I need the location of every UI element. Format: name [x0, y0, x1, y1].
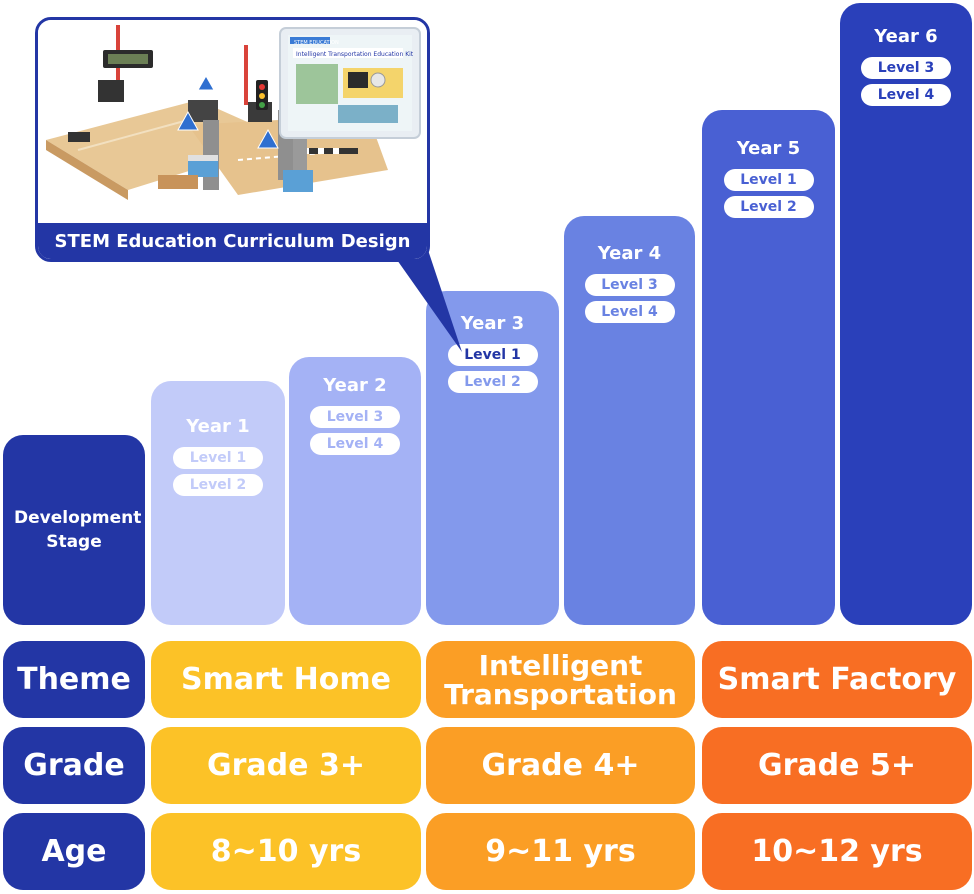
callout-pointer [390, 248, 462, 352]
level-pill: Level 1 [173, 447, 263, 469]
year-title: Year 1 [186, 416, 250, 437]
level-pill: Level 4 [584, 301, 675, 323]
row-label-age: Age [3, 813, 145, 890]
year-column-3: Year 3 Level 1 Level 2 [426, 291, 559, 625]
level-pill: Level 1 [447, 344, 538, 366]
callout-box: STEM EDUCATION Intelligent Transportatio… [35, 17, 430, 262]
grade-cell-3: Grade 5+ [702, 727, 972, 804]
year-column-1: Year 1 Level 1 Level 2 [151, 381, 285, 625]
year-title: Year 2 [323, 375, 387, 396]
year-title: Year 5 [736, 138, 801, 159]
row-label-grade: Grade [3, 727, 145, 804]
year-title: Year 6 [874, 26, 938, 47]
package-text: Intelligent Transportation Education Kit [296, 51, 414, 58]
stem-kit-photo: STEM EDUCATION Intelligent Transportatio… [38, 20, 427, 224]
level-pill: Level 3 [861, 57, 951, 79]
level-pill: Level 3 [584, 274, 675, 296]
development-stage-label: Development Stage [3, 435, 145, 625]
grade-cell-2: Grade 4+ [426, 727, 695, 804]
callout-caption: STEM Education Curriculum Design [38, 223, 427, 259]
row-label-theme: Theme [3, 641, 145, 718]
age-cell-3: 10~12 yrs [702, 813, 972, 890]
package-title: STEM EDUCATION [294, 40, 339, 46]
theme-cell-1: Smart Home [151, 641, 421, 718]
age-cell-2: 9~11 yrs [426, 813, 695, 890]
year-title: Year 4 [597, 243, 662, 264]
level-pill: Level 3 [310, 406, 400, 428]
level-pill: Level 1 [723, 169, 814, 191]
year-column-4: Year 4 Level 3 Level 4 [564, 216, 695, 625]
year-title: Year 3 [460, 313, 525, 334]
theme-cell-3: Smart Factory [702, 641, 972, 718]
theme-cell-2: Intelligent Transportation [426, 641, 695, 718]
grade-cell-1: Grade 3+ [151, 727, 421, 804]
year-column-5: Year 5 Level 1 Level 2 [702, 110, 835, 625]
level-pill: Level 2 [173, 474, 263, 496]
level-pill: Level 4 [310, 433, 400, 455]
year-column-6: Year 6 Level 3 Level 4 [840, 3, 972, 625]
year-column-2: Year 2 Level 3 Level 4 [289, 357, 421, 625]
level-pill: Level 2 [447, 371, 538, 393]
age-cell-1: 8~10 yrs [151, 813, 421, 890]
level-pill: Level 4 [861, 84, 951, 106]
level-pill: Level 2 [723, 196, 814, 218]
